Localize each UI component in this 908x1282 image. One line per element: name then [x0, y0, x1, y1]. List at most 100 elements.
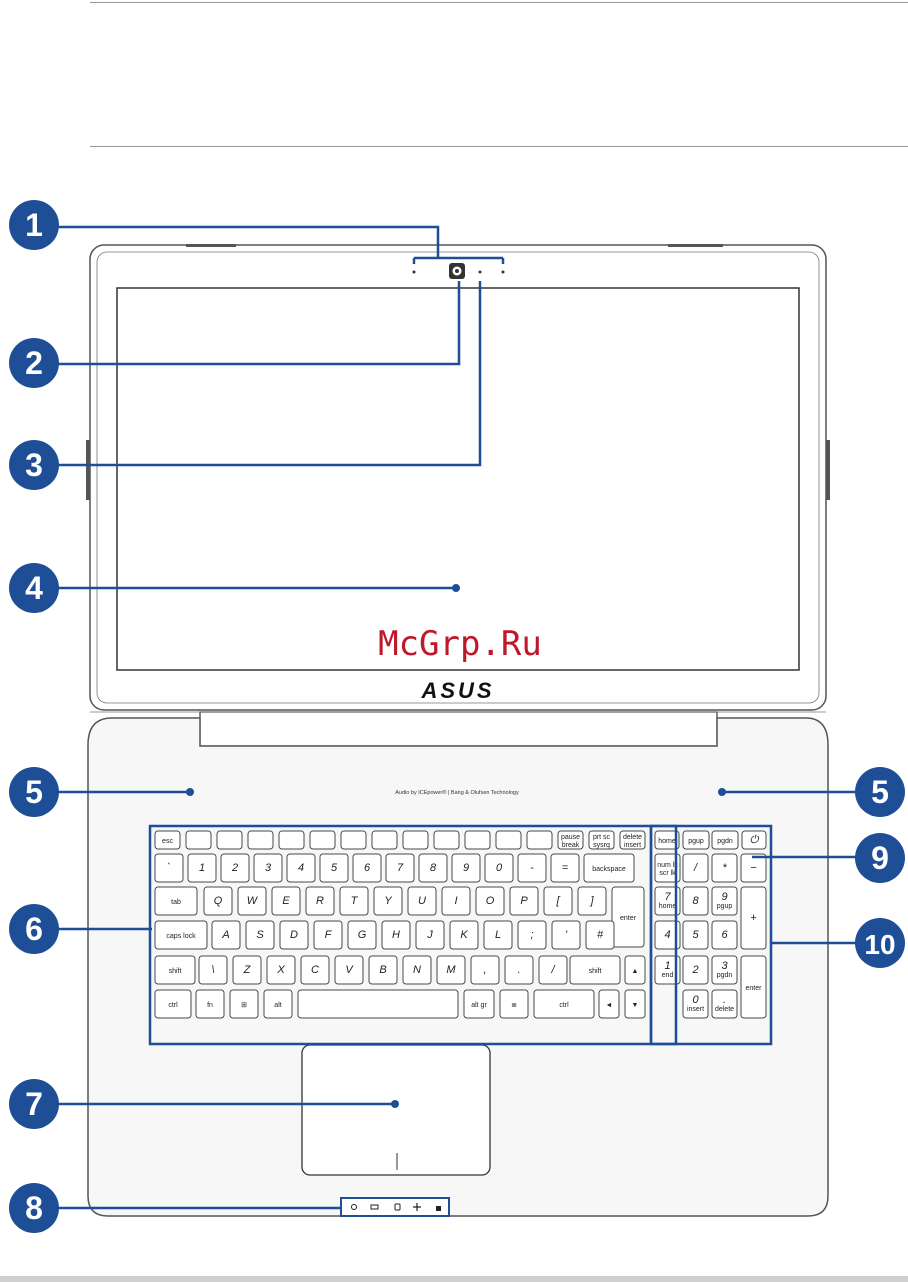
callout-number: 3: [25, 447, 43, 483]
camera-indicator: [478, 270, 482, 274]
callout-number: 5: [871, 774, 889, 810]
callout-9: 9: [855, 833, 905, 883]
callout-7: 7: [9, 1079, 59, 1129]
tab-key: tab: [154, 886, 198, 916]
key-label: X: [276, 964, 285, 976]
key-label: −: [750, 862, 757, 874]
key-label: J: [426, 929, 433, 941]
key-label: ◄: [606, 1002, 613, 1009]
letter-key: ': [551, 920, 581, 950]
letter-key: N: [402, 955, 432, 985]
fn-row-key: [309, 830, 336, 850]
number-row-key: 0: [484, 853, 514, 883]
speaker-caption: Audio by ICEpower® | Bang & Olufsen Tech…: [395, 789, 519, 796]
key-label: ≣: [511, 1000, 517, 1009]
watermark: McGrp.Ru: [378, 624, 542, 664]
key-label: U: [418, 895, 426, 907]
airplane-indicator-icon: [413, 1203, 421, 1211]
key-label: caps lock: [166, 933, 196, 940]
numpad-key: /: [682, 853, 709, 883]
fn-row-key: [371, 830, 398, 850]
letter-key: B: [368, 955, 398, 985]
letter-key: T: [339, 886, 369, 916]
key-label: F: [325, 929, 333, 941]
number-row-key: 6: [352, 853, 382, 883]
callout-number: 1: [25, 207, 43, 243]
fn-row-key: [185, 830, 212, 850]
letter-key: I: [441, 886, 471, 916]
number-row-key: 2: [220, 853, 250, 883]
key-label: 4: [664, 929, 670, 941]
callout-number: 7: [25, 1086, 43, 1122]
fn-row-key: [526, 830, 553, 850]
key-label: pause: [561, 834, 580, 841]
key-label: `: [167, 862, 171, 874]
callout-lines: [56, 225, 870, 1210]
key-label: I: [454, 895, 457, 907]
letter-key: A: [211, 920, 241, 950]
key-label: S: [256, 929, 264, 941]
key-label: L: [495, 929, 501, 941]
callout-line-1: [56, 225, 440, 258]
callout-5: 5: [855, 767, 905, 817]
enter-key: enter: [611, 886, 645, 948]
key-label: ,: [483, 964, 486, 976]
callout-10: 10: [855, 918, 905, 968]
letter-key: /: [538, 955, 568, 985]
key-label: 3: [265, 862, 272, 874]
down-arrow-key: ▼: [624, 989, 646, 1019]
key-label: esc: [162, 838, 173, 845]
key-label: prt sc: [593, 834, 611, 841]
numpad-key: +: [740, 886, 767, 950]
fn-key: fn: [195, 989, 225, 1019]
letter-key: R: [305, 886, 335, 916]
key-label: scr lk: [659, 870, 676, 877]
callout-line-2: [56, 281, 461, 366]
key-label: 5: [331, 862, 338, 874]
key-label: pgup: [688, 838, 704, 845]
letter-key: Y: [373, 886, 403, 916]
left-shift-key: shift: [154, 955, 196, 985]
key-label: \: [211, 964, 214, 976]
key-label: 0: [496, 862, 503, 874]
numpad-key: pgup: [682, 830, 710, 850]
letter-key: H: [381, 920, 411, 950]
menu-key: ≣: [499, 989, 529, 1019]
number-row-key: -: [517, 853, 547, 883]
key-label: W: [247, 895, 259, 907]
key-label: 1: [199, 862, 205, 874]
key-label: pgup: [717, 903, 733, 910]
callout-number: 8: [25, 1190, 43, 1226]
header-rule: [90, 146, 908, 147]
fn-row-key: [495, 830, 522, 850]
key-label: +: [750, 912, 757, 924]
key-label: insert: [687, 1006, 704, 1013]
key-label: tab: [171, 899, 181, 906]
callout-number: 9: [871, 840, 889, 876]
letter-key: \: [198, 955, 228, 985]
letter-key: #: [585, 920, 615, 950]
key-label: fn: [207, 1002, 213, 1009]
letter-key: J: [415, 920, 445, 950]
key-label: sysrq: [593, 842, 610, 849]
letter-key: E: [271, 886, 301, 916]
letter-key: .: [504, 955, 534, 985]
key-label: end: [662, 972, 674, 979]
letter-key: V: [334, 955, 364, 985]
key-label: H: [392, 929, 400, 941]
key-label: *: [722, 862, 727, 874]
top-rule: [90, 2, 908, 3]
key-label: C: [311, 964, 319, 976]
numpad-highlight: [649, 824, 773, 1046]
caps-lock-key: caps lock: [154, 920, 208, 950]
key-label: 8: [692, 895, 699, 907]
letter-key: Q: [203, 886, 233, 916]
key-label: /: [550, 964, 555, 976]
key-label: 3: [721, 960, 728, 972]
numpad-key: 6: [711, 920, 738, 950]
fn-row-key: [278, 830, 305, 850]
